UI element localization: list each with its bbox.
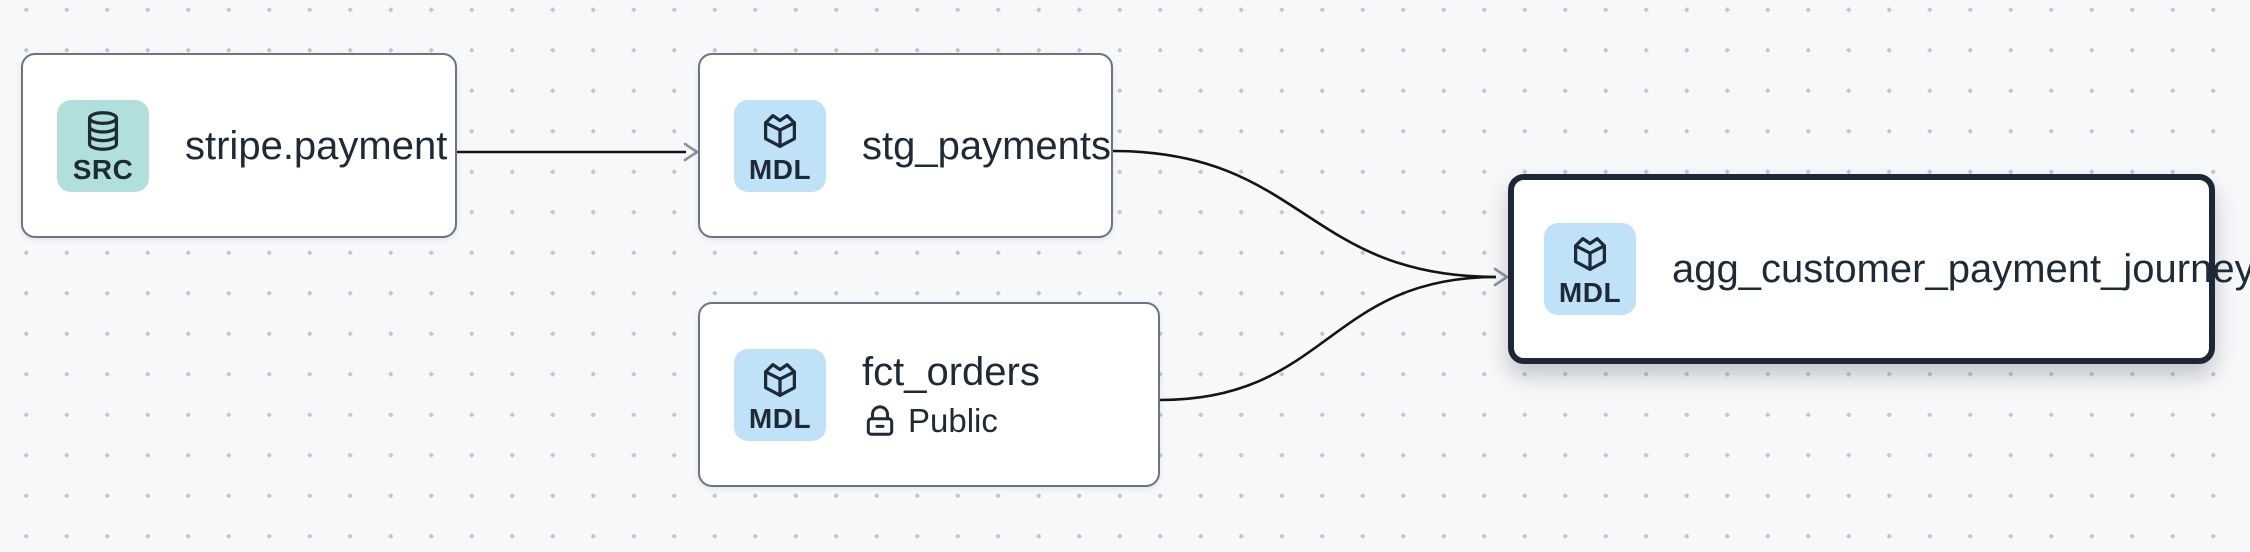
access-level: Public [862, 398, 1040, 444]
model-badge: MDL [734, 348, 826, 441]
node-title: stg_payments [862, 123, 1112, 168]
node-title: agg_customer_payment_journey [1672, 247, 2250, 291]
model-badge: MDL [734, 99, 826, 192]
node-stripe-payment[interactable]: SRC stripe.payment [21, 53, 457, 238]
badge-label: MDL [1558, 277, 1622, 308]
model-badge: MDL [1544, 223, 1636, 315]
edge-fct-orders-to-agg-customer-payment-journey[interactable] [1159, 275, 1497, 402]
database-icon [87, 110, 119, 151]
arrowhead-into-stg-payments [683, 142, 699, 162]
access-level-label: Public [908, 401, 998, 439]
edge-stg-payments-to-agg-customer-payment-journey[interactable] [1112, 149, 1497, 279]
badge-label: MDL [748, 402, 812, 434]
cube-icon [763, 113, 797, 148]
cube-icon [763, 362, 797, 397]
badge-label: MDL [748, 153, 812, 185]
badge-label: SRC [72, 153, 134, 185]
node-title: fct_orders [862, 349, 1040, 394]
unlock-icon [866, 404, 894, 436]
source-badge: SRC [57, 99, 149, 192]
node-agg-customer-payment-journey[interactable]: MDL agg_customer_payment_journey [1508, 174, 2250, 364]
node-fct-orders[interactable]: MDL fct_orders Public [698, 302, 1160, 487]
node-title: stripe.payment [185, 123, 448, 168]
arrowhead-into-agg-customer-payment-journey [1493, 267, 1509, 287]
node-stg-payments[interactable]: MDL stg_payments [698, 53, 1113, 238]
cube-icon [1573, 237, 1607, 271]
